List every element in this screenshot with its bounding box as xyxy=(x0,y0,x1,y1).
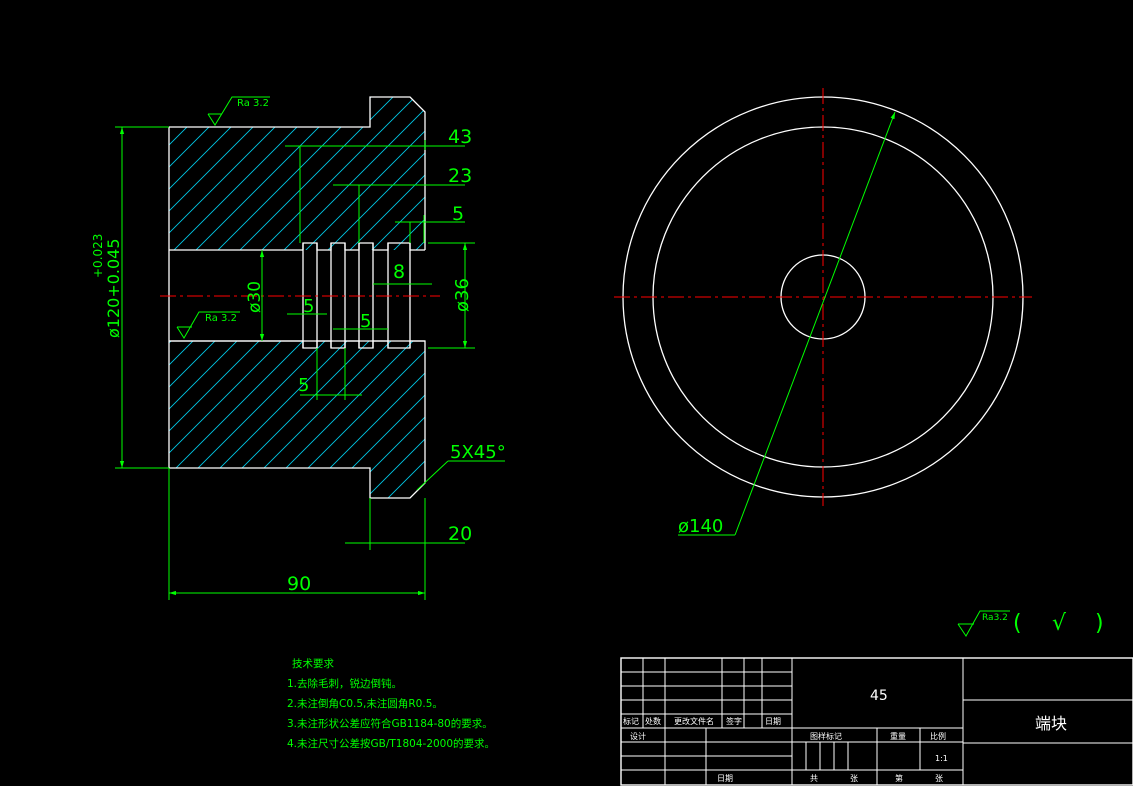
dim-5-top: 5 xyxy=(395,203,465,243)
tb-material: 45 xyxy=(870,688,888,704)
hatch-line xyxy=(169,97,249,498)
part-outline-lower xyxy=(169,340,426,499)
dim-5-top-text: 5 xyxy=(452,203,464,225)
hatch-line xyxy=(255,97,425,498)
hatch-line xyxy=(211,97,425,498)
notes-title: 技术要求 xyxy=(292,658,334,670)
tb-count: 处数 xyxy=(645,716,661,726)
dim-dia36-text: ø36 xyxy=(452,278,473,312)
title-block: 标记 处数 更改文件名 签字 日期 设计 日期 图样标记 重量 比例 1:1 共… xyxy=(620,657,1133,786)
dim-20-text: 20 xyxy=(448,523,472,545)
dim-43-text: 43 xyxy=(448,126,472,148)
hatch-line xyxy=(169,97,337,498)
general-roughness-paren-open: ( xyxy=(1013,611,1022,636)
dim-dia140-text: ø140 xyxy=(678,516,723,537)
hatch-line xyxy=(169,97,425,498)
hatch-line xyxy=(169,97,425,498)
hatch-line xyxy=(169,97,425,498)
dim-dia120: ø120+0.045 +0.023 xyxy=(91,126,169,469)
notes-item-3: 3.未注形状公差应符合GB1184-80的要求。 xyxy=(287,718,493,730)
general-roughness-check: √ xyxy=(1052,611,1067,636)
dim-43: 43 xyxy=(285,126,472,243)
hatch-line xyxy=(277,97,425,498)
dim-20: 20 xyxy=(345,498,472,550)
hatch-line xyxy=(169,97,271,498)
end-view: ø140 xyxy=(614,88,1032,537)
notes-item-1: 1.去除毛刺，锐边倒钝。 xyxy=(287,678,403,690)
dim-90-text: 90 xyxy=(287,573,311,595)
hatch-line xyxy=(169,97,359,498)
hatch-line xyxy=(169,97,425,498)
part-outline-upper xyxy=(169,96,426,250)
dim-chamfer: 5X45° xyxy=(416,442,506,491)
hatch-line xyxy=(169,97,425,498)
dim-5-mid-text: 5 xyxy=(360,311,371,332)
dim-5-mid-left: 5 xyxy=(287,296,327,317)
hatch-line xyxy=(343,97,425,498)
general-roughness: Ra3.2 ( √ ) xyxy=(957,610,1104,637)
tb-date2: 日期 xyxy=(717,774,733,783)
tb-total: 共 xyxy=(810,774,818,783)
tb-design: 设计 xyxy=(630,731,646,741)
dim-dia120-tol-text: +0.023 xyxy=(91,234,105,278)
roughness-top: Ra 3.2 xyxy=(207,96,270,126)
dim-5-low-text: 5 xyxy=(298,375,309,396)
hatch-line xyxy=(169,97,293,498)
hatch-line xyxy=(189,97,425,498)
dim-23-text: 23 xyxy=(448,165,472,187)
dim-chamfer-text: 5X45° xyxy=(450,442,506,463)
hatch-line xyxy=(169,97,425,498)
hatch-line xyxy=(169,97,403,498)
hatch-line xyxy=(299,97,425,498)
general-roughness-paren-close: ) xyxy=(1095,611,1104,636)
tb-sheets: 张 xyxy=(850,774,858,783)
notes-item-2: 2.未注倒角C0.5,未注圆角R0.5。 xyxy=(287,698,443,710)
dim-dia36: ø36 xyxy=(428,242,475,349)
dim-dia120-text: ø120+0.045 xyxy=(104,238,123,338)
tb-change-doc: 更改文件名 xyxy=(674,716,714,726)
dim-5-low: 5 xyxy=(298,348,362,400)
hatch-line xyxy=(454,0,974,520)
hatch-line xyxy=(169,97,315,498)
roughness-left: Ra 3.2 xyxy=(176,311,240,339)
tb-scale: 1:1 xyxy=(935,754,948,763)
dim-dia30-text: ø30 xyxy=(245,281,265,313)
roughness-left-text: Ra 3.2 xyxy=(205,313,237,324)
dim-5-mid: 5 xyxy=(333,311,388,332)
tb-ratio: 比例 xyxy=(930,731,946,741)
section-view: 43 23 5 8 ø36 ø30 xyxy=(0,0,996,600)
notes-item-4: 4.未注尺寸公差按GB/T1804-2000的要求。 xyxy=(287,738,496,750)
hatch-line xyxy=(169,97,425,498)
hatch-line xyxy=(321,97,425,498)
tb-part-name: 端块 xyxy=(1035,714,1067,733)
tb-nth: 第 xyxy=(895,773,903,783)
hatch-line xyxy=(0,0,160,520)
dim-8-text: 8 xyxy=(393,261,405,283)
hatch-line xyxy=(169,97,425,498)
dim-90: 90 xyxy=(168,468,426,600)
dim-8: 8 xyxy=(373,261,432,285)
roughness-top-text: Ra 3.2 xyxy=(237,98,269,109)
tb-weight: 重量 xyxy=(890,731,906,741)
technical-requirements: 技术要求 1.去除毛刺，锐边倒钝。 2.未注倒角C0.5,未注圆角R0.5。 3… xyxy=(287,654,495,754)
hatch-line xyxy=(169,97,425,498)
tb-sheet: 张 xyxy=(935,774,943,783)
dim-5-mid-left-text: 5 xyxy=(303,296,314,317)
dim-dia140: ø140 xyxy=(678,111,896,537)
tb-sign: 签字 xyxy=(726,716,742,726)
general-roughness-text: Ra3.2 xyxy=(982,613,1008,623)
hatch-line xyxy=(476,0,996,520)
dim-dia30: ø30 xyxy=(245,250,265,341)
tb-mark: 标记 xyxy=(623,716,639,726)
hatch-line xyxy=(233,97,425,498)
tb-date: 日期 xyxy=(765,717,781,726)
hatch-line xyxy=(169,97,381,498)
hatch-line xyxy=(169,97,425,498)
hatch-line xyxy=(432,0,952,520)
dim-23: 23 xyxy=(333,165,472,243)
tb-stage-mark: 图样标记 xyxy=(810,731,842,741)
